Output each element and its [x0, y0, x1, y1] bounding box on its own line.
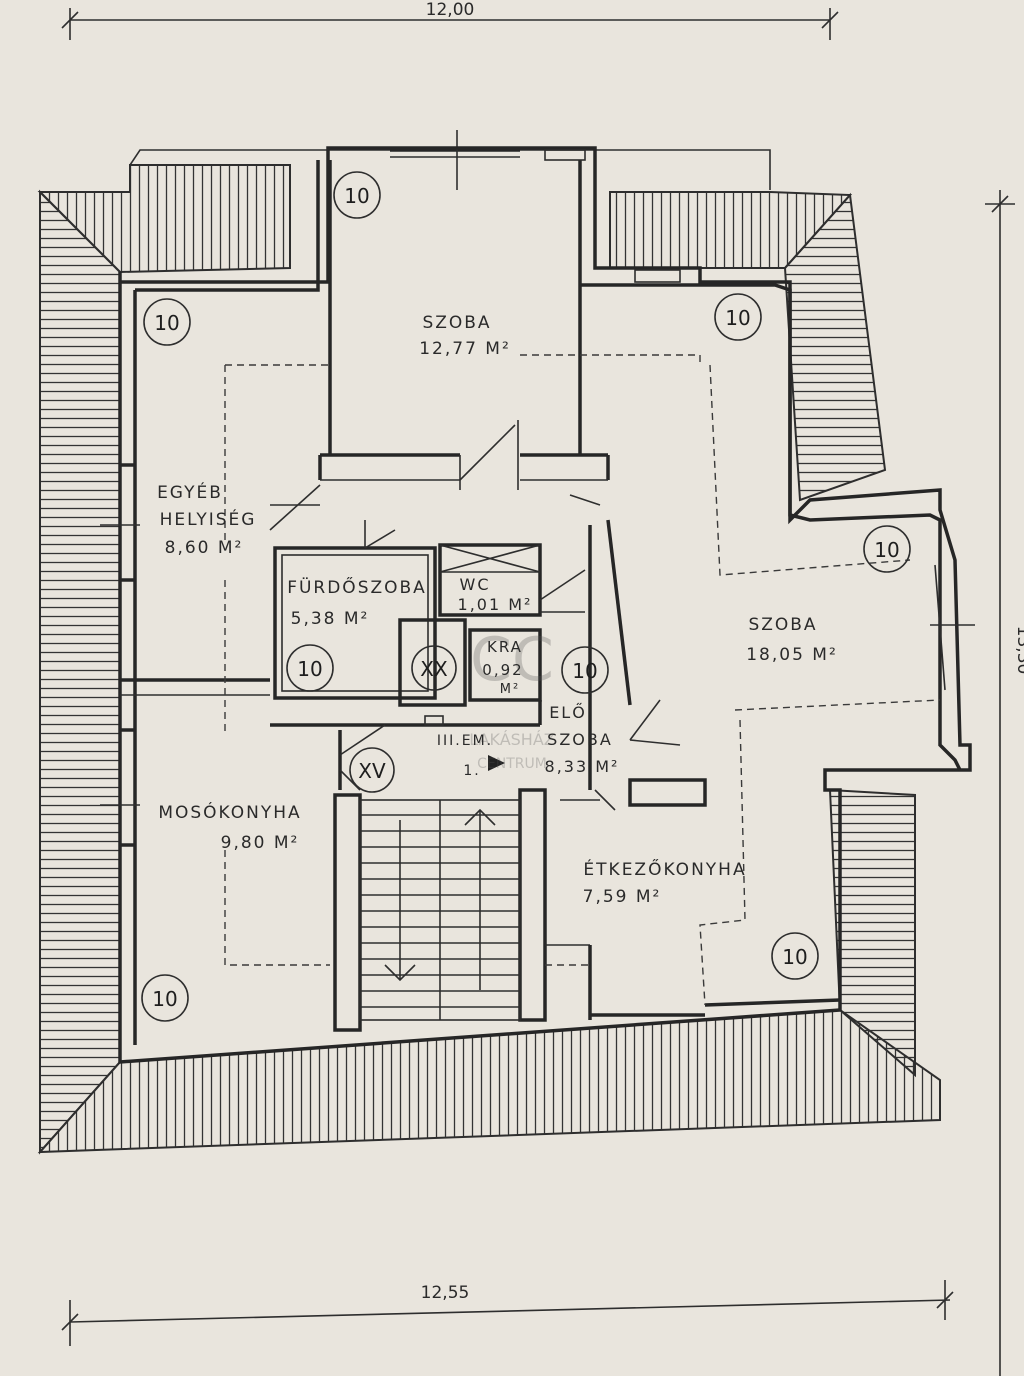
chimney-marker: XX: [411, 645, 457, 691]
svg-text:CC: CC: [470, 625, 554, 695]
height-marker: 10: [561, 646, 609, 694]
room-area-etkezo: 7,59 M²: [583, 887, 662, 907]
svg-text:LAKÁSHÁZ: LAKÁSHÁZ: [469, 730, 555, 749]
walls: [118, 146, 972, 1064]
dimension-bottom-label: 12,55: [421, 1283, 470, 1303]
balcony-top: [129, 130, 771, 190]
stair-direction-icon: [488, 755, 505, 771]
room-labels: SZOBA 12,77 M² EGYÉB HELYISÉG 8,60 M² FÜ…: [157, 313, 838, 907]
room-name-egyeb-1: EGYÉB: [157, 481, 223, 503]
watermark: CC LAKÁSHÁZ CENTRUM: [469, 625, 555, 772]
dimension-top-label: 12,00: [426, 0, 475, 20]
dimension-right-label: 13,30: [1013, 626, 1024, 675]
room-name-etkezo: ÉTKEZŐKONYHA: [583, 858, 746, 880]
room-name-mosokonyha: MOSÓKONYHA: [158, 801, 301, 823]
svg-text:10: 10: [874, 538, 899, 562]
height-marker: 10: [771, 932, 819, 980]
svg-text:CENTRUM: CENTRUM: [477, 756, 547, 772]
room-area-egyeb: 8,60 M²: [165, 538, 244, 558]
height-marker: 10: [863, 525, 911, 573]
room-area-kamra: 0,92: [482, 661, 523, 679]
room-area-eloszoba: 8,33 M²: [545, 757, 620, 776]
height-marker: 10: [714, 293, 762, 341]
svg-text:10: 10: [344, 184, 369, 208]
room-name-egyeb-2: HELYISÉG: [160, 508, 257, 530]
room-name-wc: WC: [460, 575, 491, 594]
dimension-bottom: 12,55: [61, 1280, 954, 1346]
svg-text:10: 10: [152, 987, 177, 1011]
room-name-furdo: FÜRDŐSZOBA: [287, 576, 427, 598]
room-unit-kamra: M²: [500, 682, 520, 697]
room-name-eloszoba-2: SZOBA: [547, 730, 613, 749]
room-name-szoba-right: SZOBA: [748, 615, 817, 635]
svg-text:XV: XV: [358, 759, 386, 783]
svg-text:10: 10: [782, 945, 807, 969]
doors: [100, 149, 975, 1006]
room-name-eloszoba-1: ELŐ: [549, 702, 587, 722]
room-area-szoba-top: 12,77 M²: [419, 339, 511, 359]
svg-text:10: 10: [572, 659, 597, 683]
stair-marker: XV: [349, 747, 395, 793]
dimension-right: 13,30: [985, 190, 1024, 1376]
height-markers: 10 10 10 10 10 10 10 10: [141, 171, 911, 1022]
room-area-mosokonyha: 9,80 M²: [221, 833, 300, 853]
stair-number-label: 1.: [463, 763, 480, 779]
height-marker: 10: [286, 644, 334, 692]
room-area-szoba-right: 18,05 M²: [746, 645, 838, 665]
stair-floor-label: III.EM.: [437, 733, 493, 749]
svg-text:XX: XX: [420, 657, 448, 681]
room-name-kamra: KRA: [487, 638, 523, 656]
svg-text:10: 10: [154, 311, 179, 335]
height-marker: 10: [333, 171, 381, 219]
room-name-szoba-top: SZOBA: [422, 313, 491, 333]
svg-text:10: 10: [725, 306, 750, 330]
dimension-top: 12,00: [61, 0, 839, 40]
room-area-furdo: 5,38 M²: [291, 609, 370, 629]
height-marker: 10: [141, 974, 189, 1022]
staircase: [359, 755, 521, 1021]
roof-hatching: [37, 164, 941, 1155]
height-marker: 10: [143, 298, 191, 346]
room-area-wc: 1,01 M²: [458, 595, 533, 614]
svg-text:10: 10: [297, 657, 322, 681]
